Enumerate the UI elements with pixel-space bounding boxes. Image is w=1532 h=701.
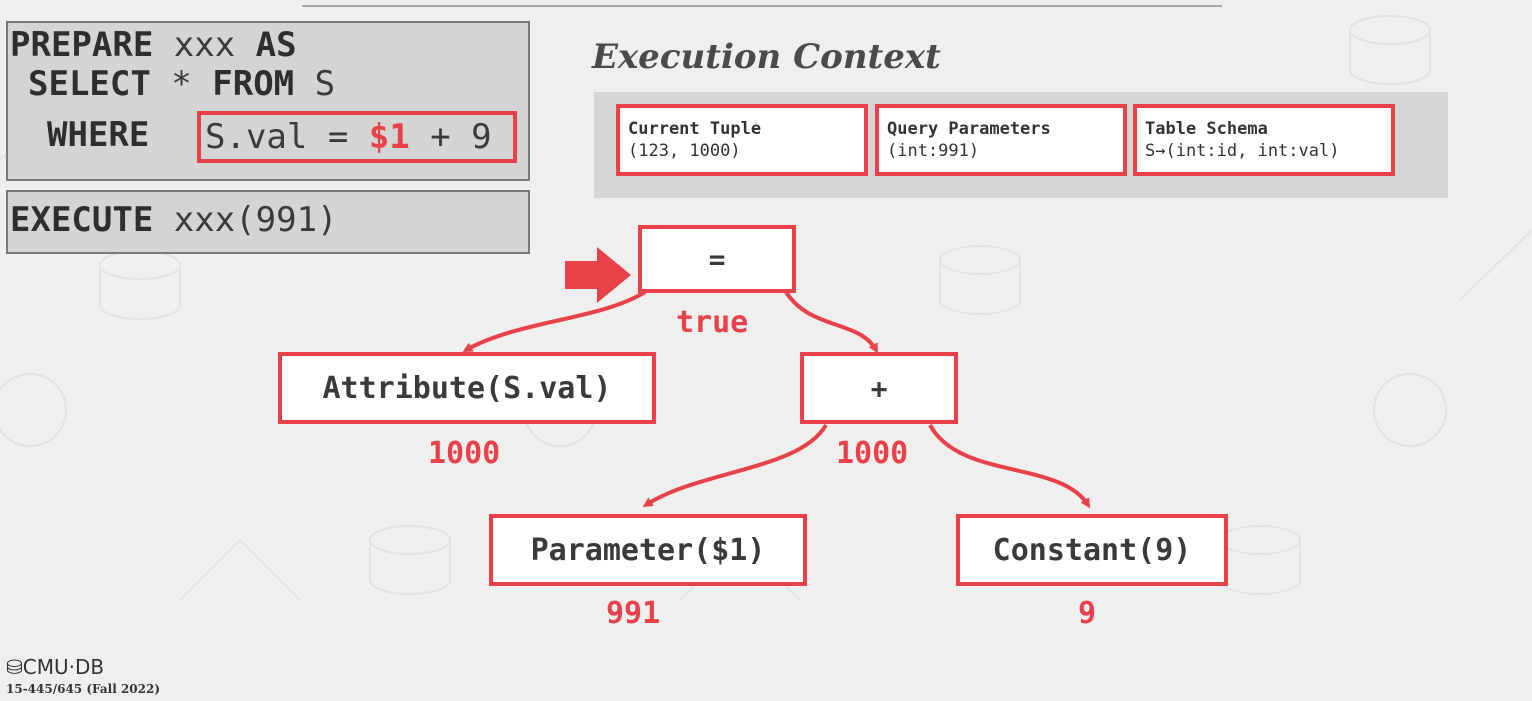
value-plus: 1000 [836, 436, 909, 471]
sql-line-execute: EXECUTE xxx(991) [10, 200, 338, 240]
sql-line-select: SELECT * FROM S [28, 64, 335, 104]
value-equals: true [676, 305, 749, 340]
value-attribute: 1000 [428, 436, 501, 471]
keyword-where: WHERE [47, 115, 150, 155]
edge-plus-param [642, 423, 828, 508]
card-value: (int:991) [887, 141, 980, 161]
context-card-table-schema: Table Schema S→(int:id, int:val) [1133, 104, 1395, 176]
where-predicate-highlight: S.val = $1 + 9 [197, 111, 517, 163]
execute-args: xxx(991) [153, 200, 338, 240]
value-parameter: 991 [606, 596, 661, 631]
course-label: 15-445/645 (Fall 2022) [6, 682, 161, 696]
edge-root-plus [784, 290, 878, 354]
card-title: Current Tuple [628, 119, 762, 139]
node-constant: Constant(9) [956, 514, 1228, 586]
keyword-from: FROM [212, 64, 295, 104]
keyword-as: AS [255, 25, 297, 65]
sql-line-prepare: PREPARE xxx AS [10, 25, 297, 65]
node-attribute: Attribute(S.val) [278, 352, 656, 424]
card-title: Query Parameters [887, 119, 1051, 139]
execution-context-title: Execution Context [592, 37, 941, 77]
edge-plus-const [928, 424, 1091, 509]
predicate-right: + 9 [409, 117, 492, 157]
cmu-db-logo: ⛁CMU·DB [6, 655, 104, 679]
table-name: S [294, 64, 336, 104]
context-card-query-parameters: Query Parameters (int:991) [875, 104, 1127, 176]
edge-root-left [462, 290, 647, 352]
keyword-prepare: PREPARE [10, 25, 154, 65]
predicate-param: $1 [368, 117, 410, 157]
keyword-execute: EXECUTE [10, 200, 154, 240]
context-card-current-tuple: Current Tuple (123, 1000) [616, 104, 868, 176]
node-equals: = [638, 225, 796, 293]
current-node-pointer-icon [565, 247, 631, 303]
node-plus: + [800, 352, 958, 424]
logo-text: CMU·DB [22, 655, 105, 679]
card-value: S→(int:id, int:val) [1145, 141, 1340, 161]
node-parameter: Parameter($1) [489, 514, 807, 586]
card-title: Table Schema [1145, 119, 1268, 139]
sql-line-where: WHERE [47, 115, 149, 155]
top-divider [302, 5, 1222, 7]
execute-statement-box: EXECUTE xxx(991) [6, 190, 530, 254]
keyword-select: SELECT [28, 64, 151, 104]
statement-name: xxx [153, 25, 256, 65]
value-constant: 9 [1078, 596, 1097, 631]
database-icon: ⛁ [6, 655, 23, 679]
predicate-left: S.val = [205, 117, 369, 157]
select-star: * [150, 64, 213, 104]
card-value: (123, 1000) [628, 141, 741, 161]
